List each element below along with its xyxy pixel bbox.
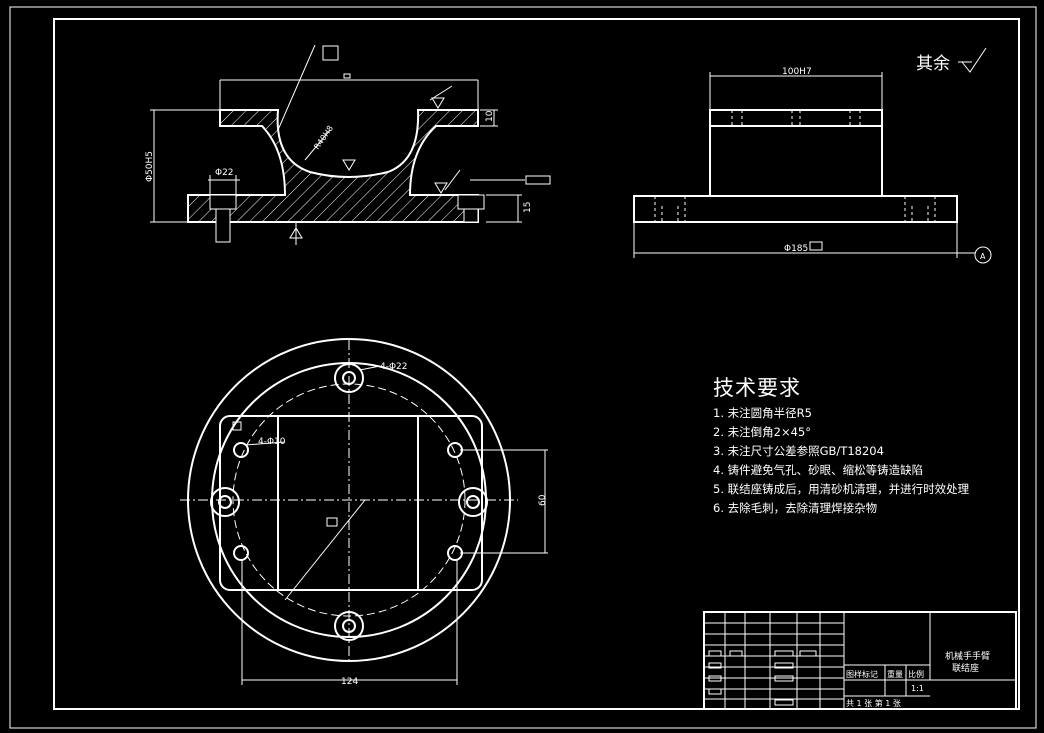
dim-height-15: 15 <box>523 202 533 213</box>
dim-width-124: 124 <box>341 677 358 687</box>
dim-bolt-holes-10: 4-Φ10 <box>258 437 286 447</box>
tech-req-item: 5. 联结座铸成后，用清砂机清理，并进行时效处理 <box>713 482 970 496</box>
dim-depth-150: Φ50H5 <box>145 151 155 182</box>
tb-header-mark: 图样标记 <box>846 669 878 679</box>
tech-req-item: 4. 铸件避免气孔、砂眼、缩松等铸造缺陷 <box>713 463 924 477</box>
dim-diameter-185: Φ185 <box>784 244 808 254</box>
tech-req-item: 6. 去除毛刺，去除清理焊接杂物 <box>713 501 878 515</box>
tb-sheet-count: 共 1 张 第 1 张 <box>846 698 901 708</box>
side-view <box>633 47 992 264</box>
title-block <box>703 611 1017 710</box>
tb-scale-value: 1:1 <box>911 684 924 693</box>
dim-height-60: 60 <box>538 494 548 506</box>
dim-hole-22: Φ22 <box>215 168 234 178</box>
roughness-note: 其余 <box>916 54 950 74</box>
tech-req-item: 3. 未注尺寸公差参照GB/T18204 <box>713 444 884 458</box>
tb-header-weight: 重量 <box>887 669 903 679</box>
outer-border <box>9 6 1037 729</box>
inner-border <box>53 18 1020 710</box>
tech-req-item: 2. 未注倒角2×45° <box>713 425 811 439</box>
tech-req-title: 技术要求 <box>713 376 801 400</box>
top-view <box>180 338 548 685</box>
tech-req-item: 1. 未注圆角半径R5 <box>713 406 812 420</box>
part-name-1: 机械手手臂 <box>945 650 990 662</box>
datum-label: A <box>980 252 986 261</box>
dim-height-10: 10 <box>485 110 495 122</box>
front-section-view <box>150 44 551 245</box>
tb-header-scale: 比例 <box>908 669 924 679</box>
part-name-2: 联结座 <box>952 662 979 674</box>
dim-width-100: 100H7 <box>782 67 812 77</box>
dim-bolt-holes-22: 4-Φ22 <box>380 362 408 372</box>
dim-radius: R40H8 <box>312 124 335 151</box>
tech-req-list: 1. 未注圆角半径R5 2. 未注倒角2×45° 3. 未注尺寸公差参照GB/T… <box>713 404 969 518</box>
